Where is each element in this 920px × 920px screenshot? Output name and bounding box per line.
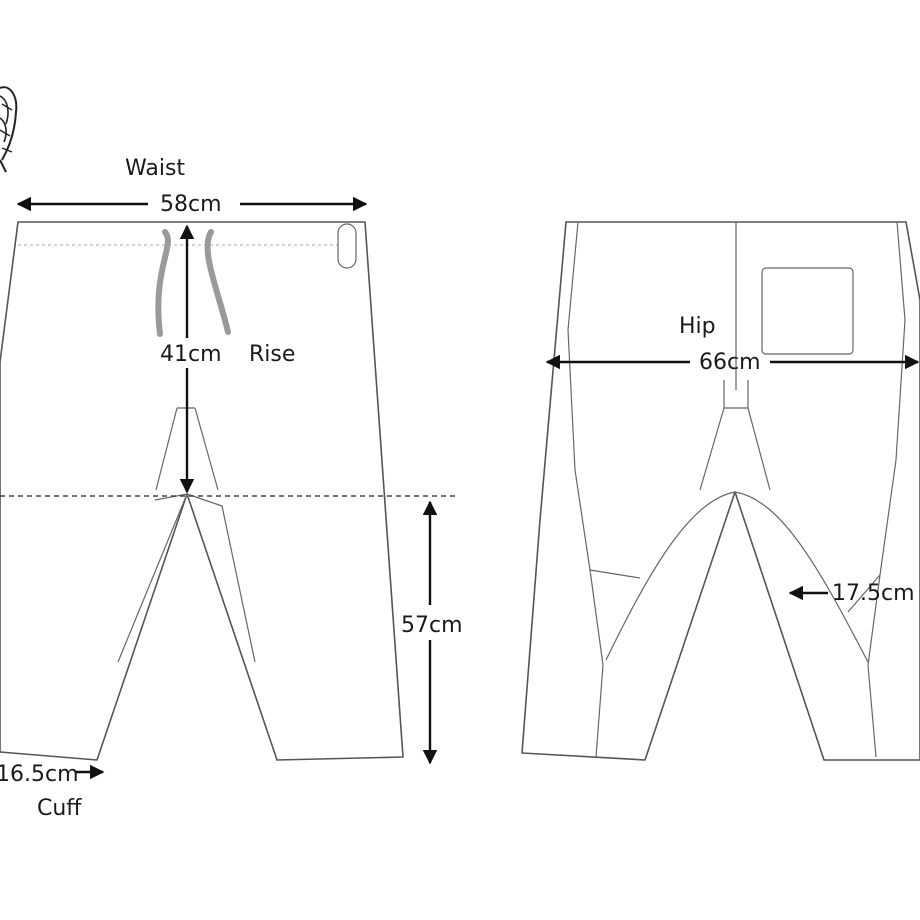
- waist-label: Waist: [125, 156, 185, 181]
- hip-label: Hip: [679, 314, 716, 339]
- front-pants-outline: [0, 221, 404, 761]
- front-gusset-right: [186, 493, 256, 663]
- front-drawstring-left: [155, 229, 171, 337]
- back-gusset-outer: [605, 491, 869, 663]
- back-rise-seam: [699, 380, 771, 491]
- waist-value: 58cm: [160, 192, 222, 217]
- back-side-panel-right: [867, 221, 906, 758]
- back-gusset-left-line: [589, 569, 641, 579]
- back-view-pants: [521, 221, 920, 761]
- inseam-value: 57cm: [401, 613, 463, 638]
- back-pocket: [761, 267, 854, 355]
- hip-value: 66cm: [699, 350, 761, 375]
- front-drawstring-right: [204, 229, 231, 335]
- front-view-pants: [0, 221, 404, 761]
- rise-label: Rise: [249, 342, 295, 367]
- cuff-label: Cuff: [37, 796, 82, 821]
- rise-value: 41cm: [160, 342, 222, 367]
- thigh-value: 17.5cm: [832, 581, 915, 606]
- brand-logo-icon: [0, 86, 18, 173]
- back-side-panel-left: [567, 221, 604, 758]
- front-belt-loop: [337, 223, 357, 269]
- front-gusset-left: [117, 493, 188, 663]
- back-gusset-right-line: [847, 574, 881, 613]
- back-pants-outline: [521, 221, 920, 761]
- cuff-value: 16.5cm: [0, 762, 79, 787]
